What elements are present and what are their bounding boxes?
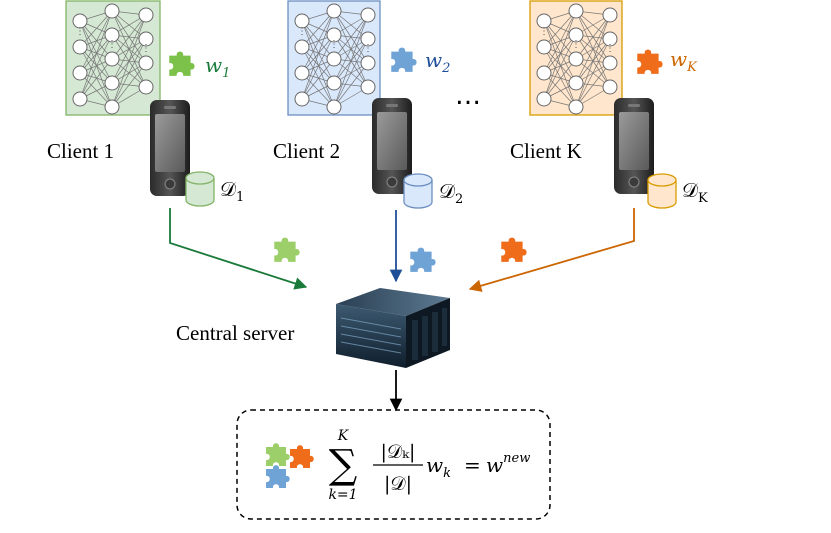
neural-network-icon: ⋮ ⋮ ⋮ bbox=[294, 3, 376, 115]
upload-arrow-client-k bbox=[468, 208, 635, 292]
aggregation-formula: K ∑ k=1 |𝒟ₖ| |𝒟| wk = wnew bbox=[328, 428, 530, 503]
database-icon bbox=[185, 171, 215, 207]
svg-text:⋮: ⋮ bbox=[571, 39, 581, 50]
smartphone-icon bbox=[372, 98, 412, 194]
svg-text:⋮: ⋮ bbox=[141, 43, 151, 54]
neural-network-icon: ⋮ ⋮ ⋮ bbox=[72, 3, 154, 115]
client-weight-label: wK bbox=[670, 47, 698, 75]
aggregation-box bbox=[236, 409, 551, 520]
puzzle-piece-icon bbox=[501, 237, 527, 262]
upload-arrow-client-1 bbox=[169, 208, 308, 290]
client-1: ⋮ ⋮ ⋮ w1 𝒟1 bbox=[65, 0, 244, 207]
puzzle-piece-icon bbox=[637, 49, 663, 74]
smartphone-icon bbox=[150, 100, 190, 196]
svg-text:⋮: ⋮ bbox=[297, 26, 307, 37]
server-icon bbox=[336, 288, 450, 368]
server-label: Central server bbox=[176, 321, 294, 345]
puzzle-piece-icon bbox=[169, 51, 195, 76]
client-data-label: 𝒟K bbox=[682, 178, 708, 206]
client-data-label: 𝒟1 bbox=[220, 177, 244, 205]
smartphone-icon bbox=[614, 98, 654, 194]
client-2: ⋮ ⋮ ⋮ w2 𝒟2 bbox=[287, 0, 463, 209]
formula-result: wnew bbox=[486, 451, 530, 477]
client-label: Client 2 bbox=[273, 139, 340, 163]
svg-text:⋮: ⋮ bbox=[107, 39, 117, 50]
svg-text:⋮: ⋮ bbox=[329, 39, 339, 50]
formula-equals: = bbox=[464, 453, 481, 477]
neural-network-icon: ⋮ ⋮ ⋮ bbox=[536, 3, 618, 115]
database-icon bbox=[403, 173, 433, 209]
puzzle-piece-icon bbox=[391, 47, 417, 72]
ellipsis: … bbox=[455, 81, 481, 111]
svg-text:⋮: ⋮ bbox=[75, 26, 85, 37]
sum-lower-limit: k=1 bbox=[328, 487, 357, 503]
client-weight-label: w2 bbox=[425, 48, 450, 76]
puzzle-piece-icon bbox=[274, 237, 300, 262]
client-label: Client K bbox=[510, 139, 582, 163]
sum-symbol: ∑ bbox=[329, 442, 358, 488]
svg-text:⋮: ⋮ bbox=[363, 43, 373, 54]
database-icon bbox=[647, 173, 677, 209]
client-weight-label: w1 bbox=[205, 53, 230, 81]
puzzle-piece-icon bbox=[410, 247, 436, 272]
sum-upper-limit: K bbox=[337, 428, 350, 444]
fraction-numerator: |𝒟ₖ| bbox=[381, 441, 416, 463]
client-label: Client 1 bbox=[47, 139, 114, 163]
formula-weight: wk bbox=[426, 453, 451, 481]
svg-text:⋮: ⋮ bbox=[539, 26, 549, 37]
merged-puzzle-icon bbox=[266, 443, 314, 488]
svg-text:⋮: ⋮ bbox=[605, 43, 615, 54]
fraction-denominator: |𝒟| bbox=[384, 473, 412, 495]
client-k: ⋮ ⋮ ⋮ wK 𝒟K bbox=[529, 0, 708, 209]
client-data-label: 𝒟2 bbox=[439, 179, 463, 207]
